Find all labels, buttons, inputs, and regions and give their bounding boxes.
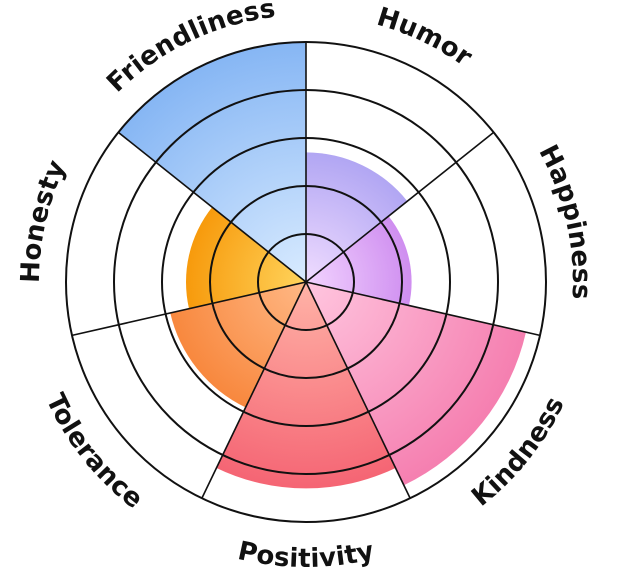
category-label-positivity: Positivity <box>235 536 377 574</box>
chart-slices <box>118 42 526 489</box>
slice-humor <box>306 152 408 282</box>
slice-honesty <box>186 207 306 309</box>
grid-spoke-4 <box>305 281 411 499</box>
chart-grid <box>65 41 547 523</box>
category-label-honesty: Honesty <box>16 156 72 284</box>
grid-spoke-2 <box>305 131 495 283</box>
slice-tolerance <box>170 282 306 408</box>
grid-spoke-3 <box>305 281 541 337</box>
slice-friendliness <box>118 42 306 282</box>
category-label-happiness: Happiness <box>532 140 596 300</box>
slice-happiness <box>306 216 412 306</box>
slice-kindness <box>306 282 526 486</box>
grid-spoke-6 <box>71 281 307 337</box>
category-label-humor: Humor <box>373 2 477 73</box>
category-label-tolerance: Tolerance <box>40 389 149 515</box>
grid-spoke-7 <box>117 131 307 283</box>
grid-spoke-5 <box>201 281 307 499</box>
slice-positivity <box>216 282 396 489</box>
